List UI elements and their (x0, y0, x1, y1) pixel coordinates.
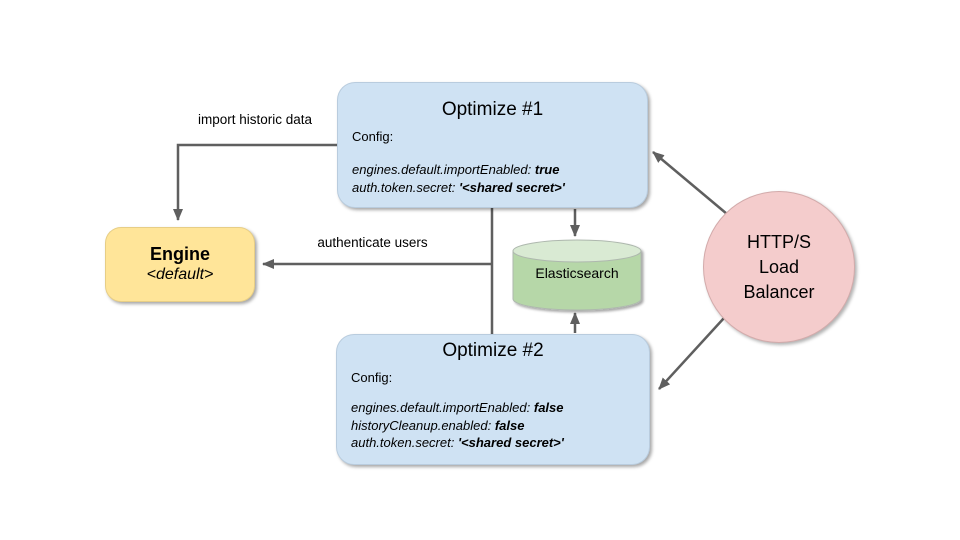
arrow-loadbalancer-optimize2 (658, 317, 725, 390)
arrow-import-historic-data (173, 143, 337, 221)
optimize2-title: Optimize #2 (442, 340, 544, 361)
elasticsearch-label: Elasticsearch (535, 265, 619, 281)
config-line: historyCleanup.enabled: false (351, 417, 525, 433)
load-balancer-line2: Load (758, 256, 800, 277)
config-line: engines.default.importEnabled: true (352, 162, 560, 177)
edge-label-import-historic-data: import historic data (197, 112, 313, 127)
engine-subtitle: <default> (146, 266, 214, 283)
node-load-balancer: HTTP/S Load Balancer (703, 191, 855, 343)
node-engine: Engine <default> (105, 227, 255, 302)
node-elasticsearch-shape (512, 239, 642, 311)
load-balancer-label: HTTP/S Load Balancer (743, 230, 814, 305)
load-balancer-line1: HTTP/S (746, 231, 811, 252)
node-optimize-1: Optimize #1 Config: engines.default.impo… (337, 82, 648, 208)
config-line: engines.default.importEnabled: false (351, 400, 564, 415)
optimize1-config-lines: engines.default.importEnabled: true auth… (352, 161, 647, 196)
config-line: auth.token.secret: '<shared secret>' (352, 179, 565, 195)
optimize1-config-label: Config: (352, 129, 394, 144)
edge-label-authenticate-users: authenticate users (317, 235, 428, 250)
optimize2-config-lines: engines.default.importEnabled: false his… (351, 399, 649, 452)
config-line: auth.token.secret: '<shared secret>' (351, 435, 564, 450)
node-optimize-2: Optimize #2 Config: engines.default.impo… (336, 334, 650, 465)
load-balancer-line3: Balancer (743, 281, 815, 302)
optimize1-title: Optimize #1 (441, 99, 544, 120)
arrow-loadbalancer-optimize1 (652, 151, 728, 215)
optimize2-config-label: Config: (351, 370, 393, 385)
engine-title: Engine (149, 244, 210, 264)
